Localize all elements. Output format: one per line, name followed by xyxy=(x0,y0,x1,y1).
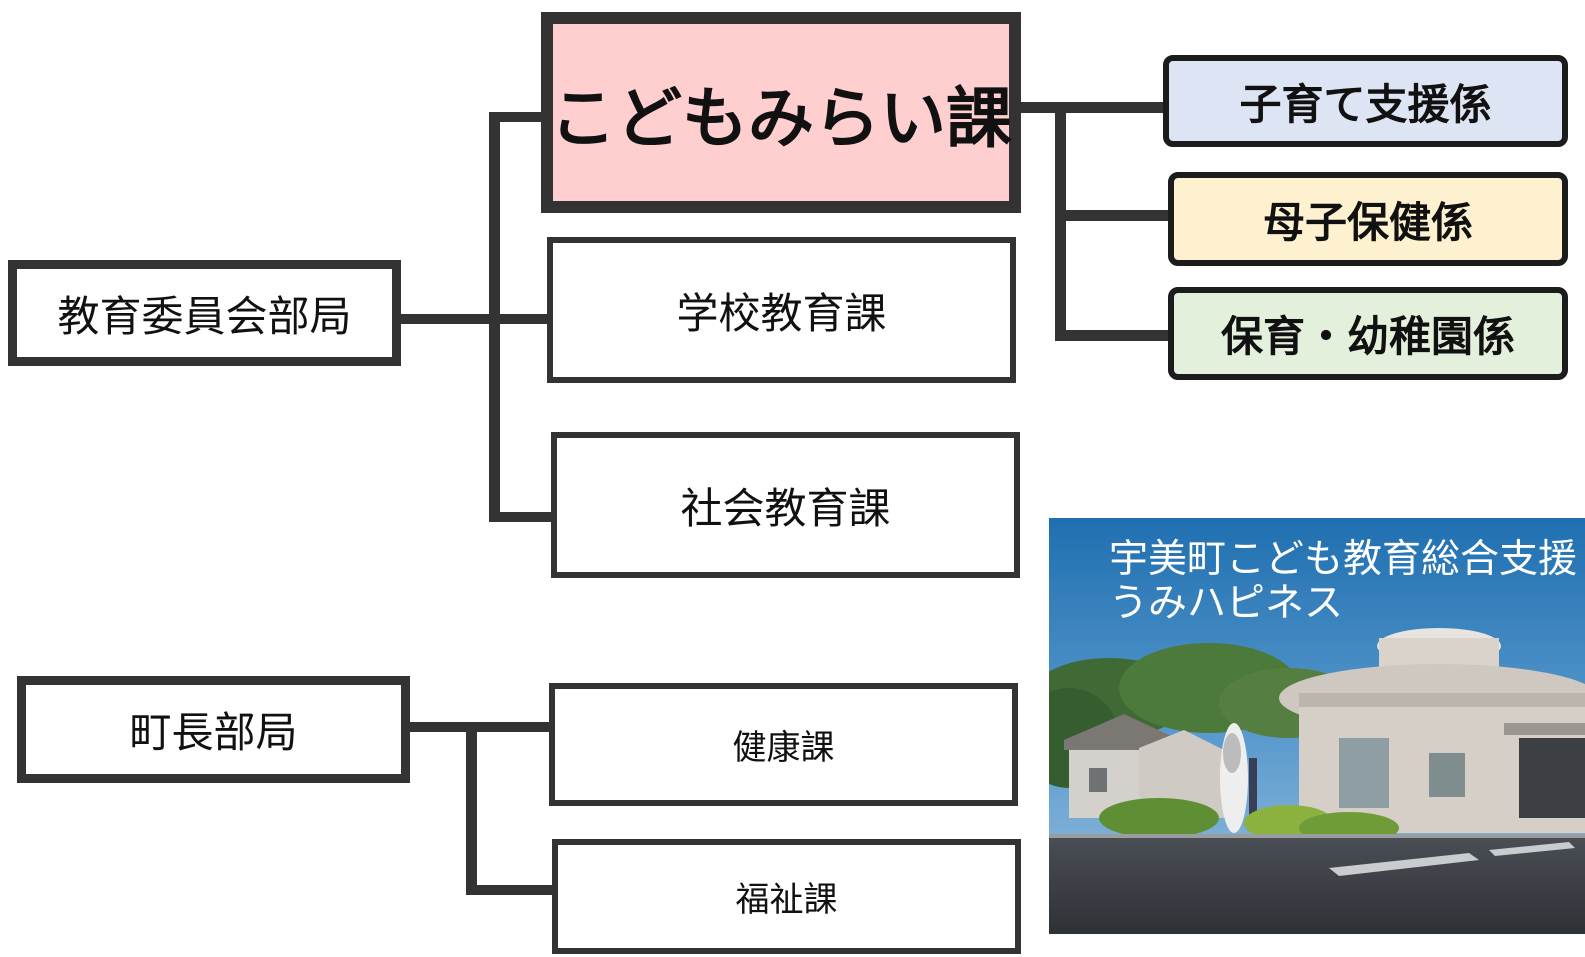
connector-line xyxy=(1055,102,1066,341)
childcare-support-section-box: 子育て支援係 xyxy=(1163,55,1568,147)
school-education-division-box: 学校教育課 xyxy=(547,237,1016,383)
welfare-division-label: 福祉課 xyxy=(735,880,838,920)
connector-line xyxy=(489,112,500,522)
facility-caption-line1: 宇美町こども教育総合支援 xyxy=(1109,537,1578,582)
kodomo-mirai-division-label: こどもみらい課 xyxy=(550,79,1012,157)
facility-photo-image xyxy=(1049,518,1585,934)
connector-line xyxy=(466,885,554,895)
connector-line xyxy=(489,112,545,122)
connector-line xyxy=(489,512,553,522)
education-board-bureau-label: 教育委員会部局 xyxy=(57,291,352,341)
maternal-health-section-box: 母子保健係 xyxy=(1168,172,1568,266)
mayor-bureau-label: 町長部局 xyxy=(129,708,298,757)
school-education-division-label: 学校教育課 xyxy=(676,288,887,338)
nursery-kindergarten-section-box: 保育・幼稚園係 xyxy=(1168,287,1568,380)
kodomo-mirai-division-box: こどもみらい課 xyxy=(541,12,1021,213)
facility-caption-line2: うみハピネス xyxy=(1109,581,1344,626)
mayor-bureau-box: 町長部局 xyxy=(17,676,410,783)
welfare-division-box: 福祉課 xyxy=(552,839,1021,954)
connector-line xyxy=(1055,210,1172,221)
social-education-division-box: 社会教育課 xyxy=(551,432,1020,578)
nursery-kindergarten-section-label: 保育・幼稚園係 xyxy=(1220,312,1515,361)
maternal-health-section-label: 母子保健係 xyxy=(1262,197,1473,247)
health-division-box: 健康課 xyxy=(549,683,1018,806)
health-division-label: 健康課 xyxy=(732,728,835,768)
connector-line xyxy=(466,722,477,895)
facility-photo: 宇美町こども教育総合支援 うみハピネス xyxy=(1049,518,1585,934)
connector-line xyxy=(408,722,552,732)
education-board-bureau-box: 教育委員会部局 xyxy=(8,260,401,366)
connector-line xyxy=(1055,330,1172,341)
connector-line xyxy=(1015,102,1167,113)
connector-line xyxy=(400,314,552,324)
childcare-support-section-label: 子育て支援係 xyxy=(1239,79,1492,129)
social-education-division-label: 社会教育課 xyxy=(680,483,891,533)
